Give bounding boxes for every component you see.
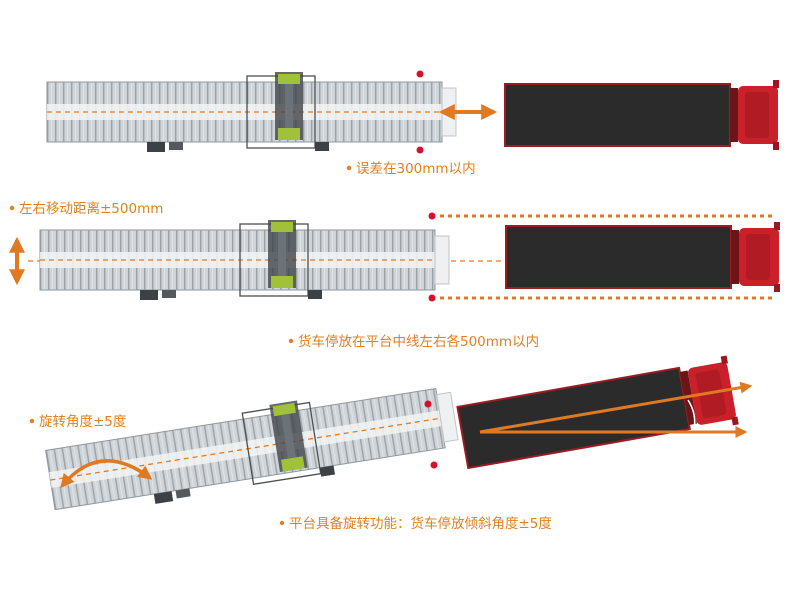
rotation-arrow	[60, 459, 153, 489]
truck-centerline-label: 货车停放在平台中线左右各500mm以内	[298, 333, 539, 350]
marker-dot	[428, 294, 436, 302]
bullet-dot	[279, 520, 285, 526]
bullet-dot	[9, 205, 15, 211]
rotation-angle-label: 旋转角度±5度	[39, 414, 126, 430]
marker-dot	[428, 212, 436, 220]
truck-3	[455, 354, 740, 473]
marker-dot	[424, 400, 432, 408]
reference-arrow-angled	[479, 381, 753, 434]
truck-1	[504, 79, 780, 151]
rotation-feature-label: 平台具备旋转功能：货车停放倾斜角度±5度	[289, 515, 552, 532]
bullet-dot	[346, 165, 352, 171]
error-note-label: 误差在300mm以内	[356, 161, 476, 177]
marker-dot	[416, 70, 424, 78]
marker-dot	[430, 461, 438, 469]
bullet-dot	[29, 418, 35, 424]
angle-arc	[687, 399, 696, 431]
bullet-dot	[288, 338, 294, 344]
marker-dot	[416, 146, 424, 154]
truck-2	[505, 221, 781, 293]
loading-platform-1	[46, 71, 457, 153]
loading-platform-3	[43, 375, 462, 521]
loading-platform-2	[39, 219, 450, 301]
lateral-move-label: 左右移动距离±500mm	[19, 200, 163, 217]
